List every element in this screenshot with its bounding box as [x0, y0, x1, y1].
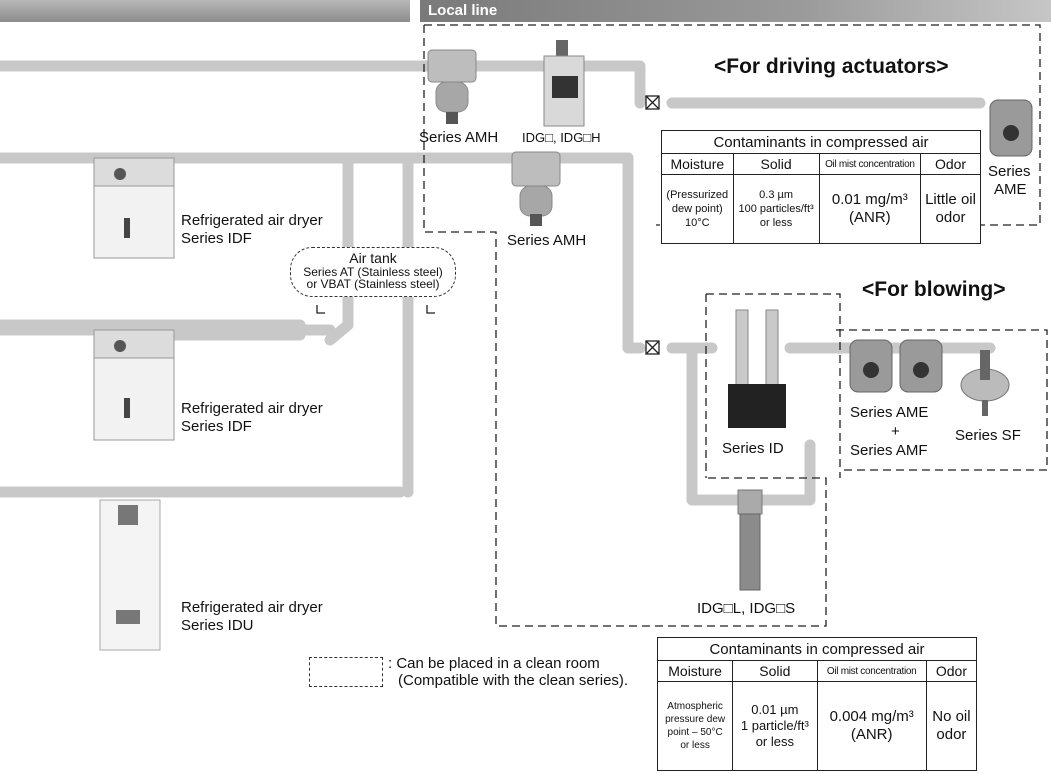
table-caption: Contaminants in compressed air	[658, 638, 977, 661]
dryer-series-id-icon	[728, 310, 786, 428]
membrane-dryer-idg-top-icon	[544, 40, 584, 126]
dryer2-label-line1: Refrigerated air dryer	[181, 400, 323, 418]
contaminants-table-clean: Contaminants in compressed air Moisture …	[657, 637, 977, 771]
membrane-dryer-idg-bottom-icon	[738, 490, 762, 590]
dryer3-label-line1: Refrigerated air dryer	[181, 599, 323, 617]
filter-amh-mid-icon	[512, 152, 560, 226]
air-tank-callout: Air tank Series AT (Stainless steel) or …	[290, 247, 456, 297]
table-caption: Contaminants in compressed air	[662, 131, 981, 154]
sf-nozzle-icon	[961, 350, 1009, 416]
cell-oil-mist: 0.01 mg/m³(ANR)	[819, 175, 920, 244]
ame-amf-label-line2: +	[891, 423, 900, 441]
pipe-branch-down	[628, 158, 640, 348]
cell-oil-mist: 0.004 mg/m³(ANR)	[817, 682, 926, 771]
filter-ame-icon	[990, 100, 1032, 156]
ame-label-line2: AME	[994, 181, 1027, 199]
header-solid: Solid	[733, 661, 817, 682]
legend-line1: : Can be placed in a clean room	[388, 655, 628, 672]
dryer1-label-line2: Series IDF	[181, 230, 252, 248]
dryer1-label-line1: Refrigerated air dryer	[181, 212, 323, 230]
blowing-section-title: <For blowing>	[862, 278, 1006, 302]
idg-bottom-label: IDG□L, IDG□S	[697, 600, 795, 618]
header-oil-mist: Oil mist concentration	[819, 154, 920, 175]
dryer-idf-1-icon	[94, 158, 174, 258]
legend-line2: (Compatible with the clean series).	[388, 672, 628, 689]
header-moisture: Moisture	[662, 154, 734, 175]
dryer-idu-icon	[100, 500, 160, 650]
clean-room-legend-swatch	[309, 657, 383, 687]
clean-room-legend-text: : Can be placed in a clean room (Compati…	[388, 655, 628, 689]
filter-amh-top-icon	[428, 50, 476, 124]
contaminants-table-driving: Contaminants in compressed air Moisture …	[661, 130, 981, 244]
idg-top-label: IDG□, IDG□H	[522, 129, 601, 147]
series-sf-label: Series SF	[955, 427, 1021, 445]
dryer2-label-line2: Series IDF	[181, 418, 252, 436]
local-line-boundary	[424, 25, 1040, 626]
ame-amf-label-line1: Series AME	[850, 404, 928, 422]
air-tank-line3: or VBAT (Stainless steel)	[291, 278, 455, 290]
header-odor: Odor	[921, 154, 981, 175]
header-moisture: Moisture	[658, 661, 733, 682]
air-tank-title: Air tank	[291, 251, 455, 266]
header-odor: Odor	[926, 661, 976, 682]
dryer3-label-line2: Series IDU	[181, 617, 254, 635]
dryer-idf-2-icon	[94, 330, 174, 440]
ame-label-line1: Series	[988, 163, 1031, 181]
amh-top-label: Series AMH	[419, 129, 498, 147]
header-solid: Solid	[733, 154, 819, 175]
series-id-label: Series ID	[722, 440, 784, 458]
driving-section-title: <For driving actuators>	[714, 55, 949, 79]
ame-amf-label-line3: Series AMF	[850, 442, 928, 460]
header-oil-mist: Oil mist concentration	[817, 661, 926, 682]
amh-mid-label: Series AMH	[507, 232, 586, 250]
